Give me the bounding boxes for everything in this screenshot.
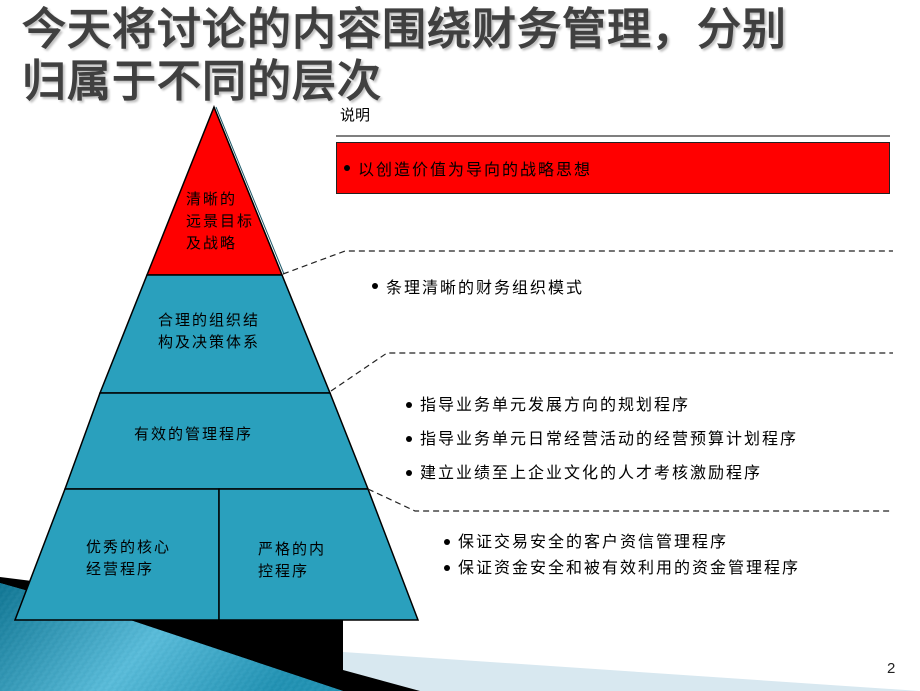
- pyramid: [13, 104, 420, 621]
- connector-1: [282, 250, 893, 275]
- slide-title-line-1: 今天将讨论的内容围绕财务管理，分别: [22, 4, 787, 55]
- note-item: 以创造价值为导向的战略思想: [344, 156, 592, 180]
- label-line: 及战略: [186, 234, 238, 252]
- note-item: 建立业绩至上企业文化的人才考核激励程序: [406, 456, 798, 490]
- pyramid-label-organization: 合理的组织结 构及决策体系: [158, 309, 260, 353]
- notes-group-strategy: 以创造价值为导向的战略思想: [344, 156, 592, 180]
- note-item: 保证资金安全和被有效利用的资金管理程序: [444, 555, 800, 581]
- notes-group-organization: 条理清晰的财务组织模式: [372, 274, 584, 298]
- notes-header: 说明: [340, 106, 371, 124]
- pyramid-layer-internal-control: [218, 488, 420, 621]
- note-item: 指导业务单元发展方向的规划程序: [406, 388, 798, 422]
- label-line: 构及决策体系: [158, 333, 261, 351]
- connector-2: [330, 352, 893, 392]
- label-line: 严格的内: [258, 540, 327, 558]
- slide-title-line-2: 归属于不同的层次: [22, 56, 382, 107]
- label-line: 合理的组织结: [158, 311, 261, 329]
- pyramid-label-core-operations: 优秀的核心 经营程序: [86, 536, 171, 580]
- label-line: 经营程序: [86, 560, 155, 578]
- dashed-connectors: [282, 250, 893, 512]
- notes-group-operations: 保证交易安全的客户资信管理程序 保证资金安全和被有效利用的资金管理程序: [444, 529, 800, 581]
- note-item: 指导业务单元日常经营活动的经营预算计划程序: [406, 422, 798, 456]
- pyramid-label-internal-control: 严格的内 控程序: [258, 538, 326, 582]
- label-line: 控程序: [258, 562, 310, 580]
- slide-title: 今天将讨论的内容围绕财务管理，分别 归属于不同的层次: [22, 4, 902, 108]
- label-line: 清晰的: [186, 190, 238, 208]
- label-line: 远景目标: [186, 212, 255, 230]
- strategy-highlight-box: [336, 142, 890, 194]
- connector-3: [367, 488, 893, 512]
- note-item: 条理清晰的财务组织模式: [372, 274, 584, 298]
- pyramid-label-vision: 清晰的 远景目标 及战略: [186, 188, 254, 254]
- notes-group-management: 指导业务单元发展方向的规划程序 指导业务单元日常经营活动的经营预算计划程序 建立…: [406, 388, 798, 490]
- page-number: 2: [887, 660, 896, 677]
- label-line: 有效的管理程序: [134, 425, 254, 443]
- pyramid-label-management: 有效的管理程序: [134, 423, 253, 445]
- label-line: 优秀的核心: [86, 538, 172, 556]
- note-item: 保证交易安全的客户资信管理程序: [444, 529, 800, 555]
